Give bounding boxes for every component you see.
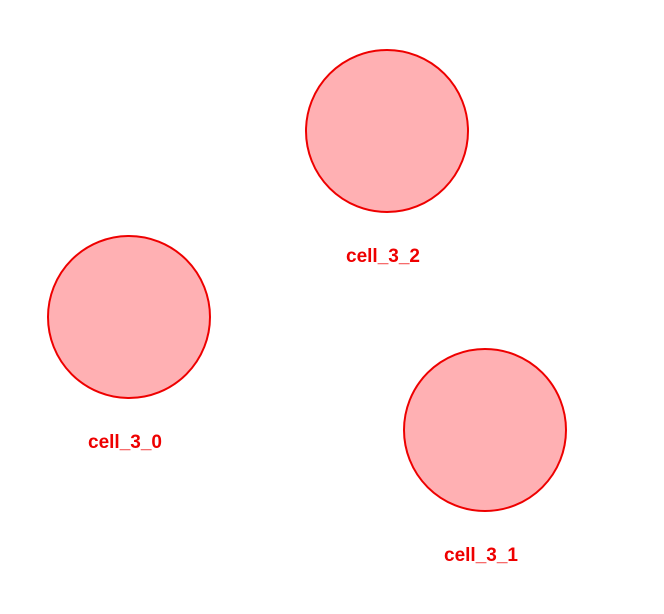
cell-group-3-0: cell_3_0 [47, 235, 211, 453]
cell-circle-3-1[interactable] [403, 348, 567, 512]
cell-label-3-2: cell_3_2 [346, 246, 420, 267]
cell-circle-3-0[interactable] [47, 235, 211, 399]
cell-circle-3-2[interactable] [305, 49, 469, 213]
cell-label-3-0: cell_3_0 [88, 432, 162, 453]
cell-label-3-1: cell_3_1 [444, 545, 518, 566]
cell-group-3-1: cell_3_1 [403, 348, 567, 566]
cell-group-3-2: cell_3_2 [305, 49, 469, 267]
